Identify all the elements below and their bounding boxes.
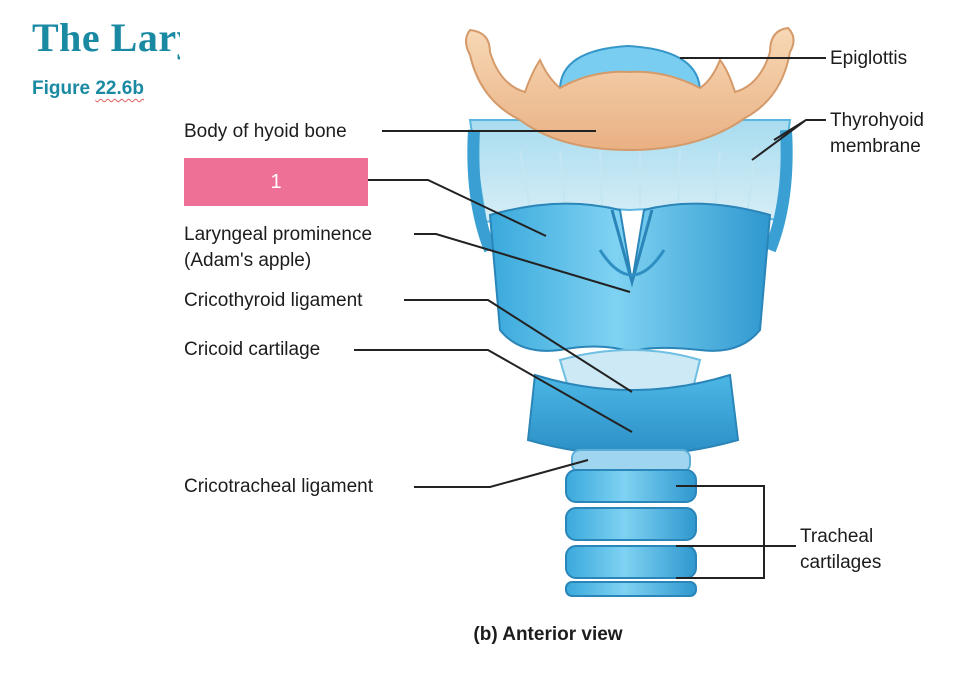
hidden-label-mask[interactable] bbox=[184, 158, 368, 206]
figure-caption: (b) Anterior view bbox=[473, 624, 622, 645]
label-thyrohyoid-line1: Thyrohyoid bbox=[830, 110, 924, 131]
label-thyrohyoid-line2: membrane bbox=[830, 136, 921, 157]
cricotracheal-ligament-shape bbox=[571, 449, 691, 473]
tracheal-ring bbox=[565, 507, 697, 541]
leader-tracheal bbox=[676, 485, 796, 579]
lateral-cord-left bbox=[467, 129, 496, 253]
tracheal-ring bbox=[565, 581, 697, 597]
hyoid-bone-shape bbox=[465, 26, 795, 152]
leader-thyrohyoid bbox=[751, 119, 826, 161]
label-epiglottis: Epiglottis bbox=[830, 48, 907, 69]
tracheal-ring bbox=[565, 545, 697, 579]
membrane-striations bbox=[519, 149, 756, 211]
lateral-cord-right bbox=[764, 129, 793, 253]
leader-prominence bbox=[414, 233, 631, 293]
label-prominence-line1: Laryngeal prominence bbox=[184, 224, 372, 245]
hidden-label-number: 1 bbox=[270, 171, 281, 193]
label-tracheal-line1: Tracheal bbox=[800, 526, 873, 547]
figure-number: 22.6b bbox=[95, 78, 144, 99]
label-cricoid: Cricoid cartilage bbox=[184, 339, 320, 360]
figure-reference: Figure 22.6b bbox=[32, 78, 144, 100]
label-tracheal-line2: cartilages bbox=[800, 552, 881, 573]
label-cricothyroid: Cricothyroid ligament bbox=[184, 290, 363, 311]
figure-prefix: Figure bbox=[32, 78, 91, 99]
leader-cricothyroid bbox=[404, 299, 633, 393]
leader-hidden bbox=[368, 179, 547, 237]
laryngeal-prominence-shade bbox=[598, 249, 666, 277]
label-hyoid: Body of hyoid bone bbox=[184, 121, 347, 142]
label-cricotracheal: Cricotracheal ligament bbox=[184, 476, 374, 497]
leader-cricoid bbox=[354, 349, 633, 433]
label-prominence-line2: (Adam's apple) bbox=[184, 250, 311, 271]
leader-cricotracheal bbox=[414, 459, 589, 488]
thyroid-notch bbox=[610, 209, 654, 288]
